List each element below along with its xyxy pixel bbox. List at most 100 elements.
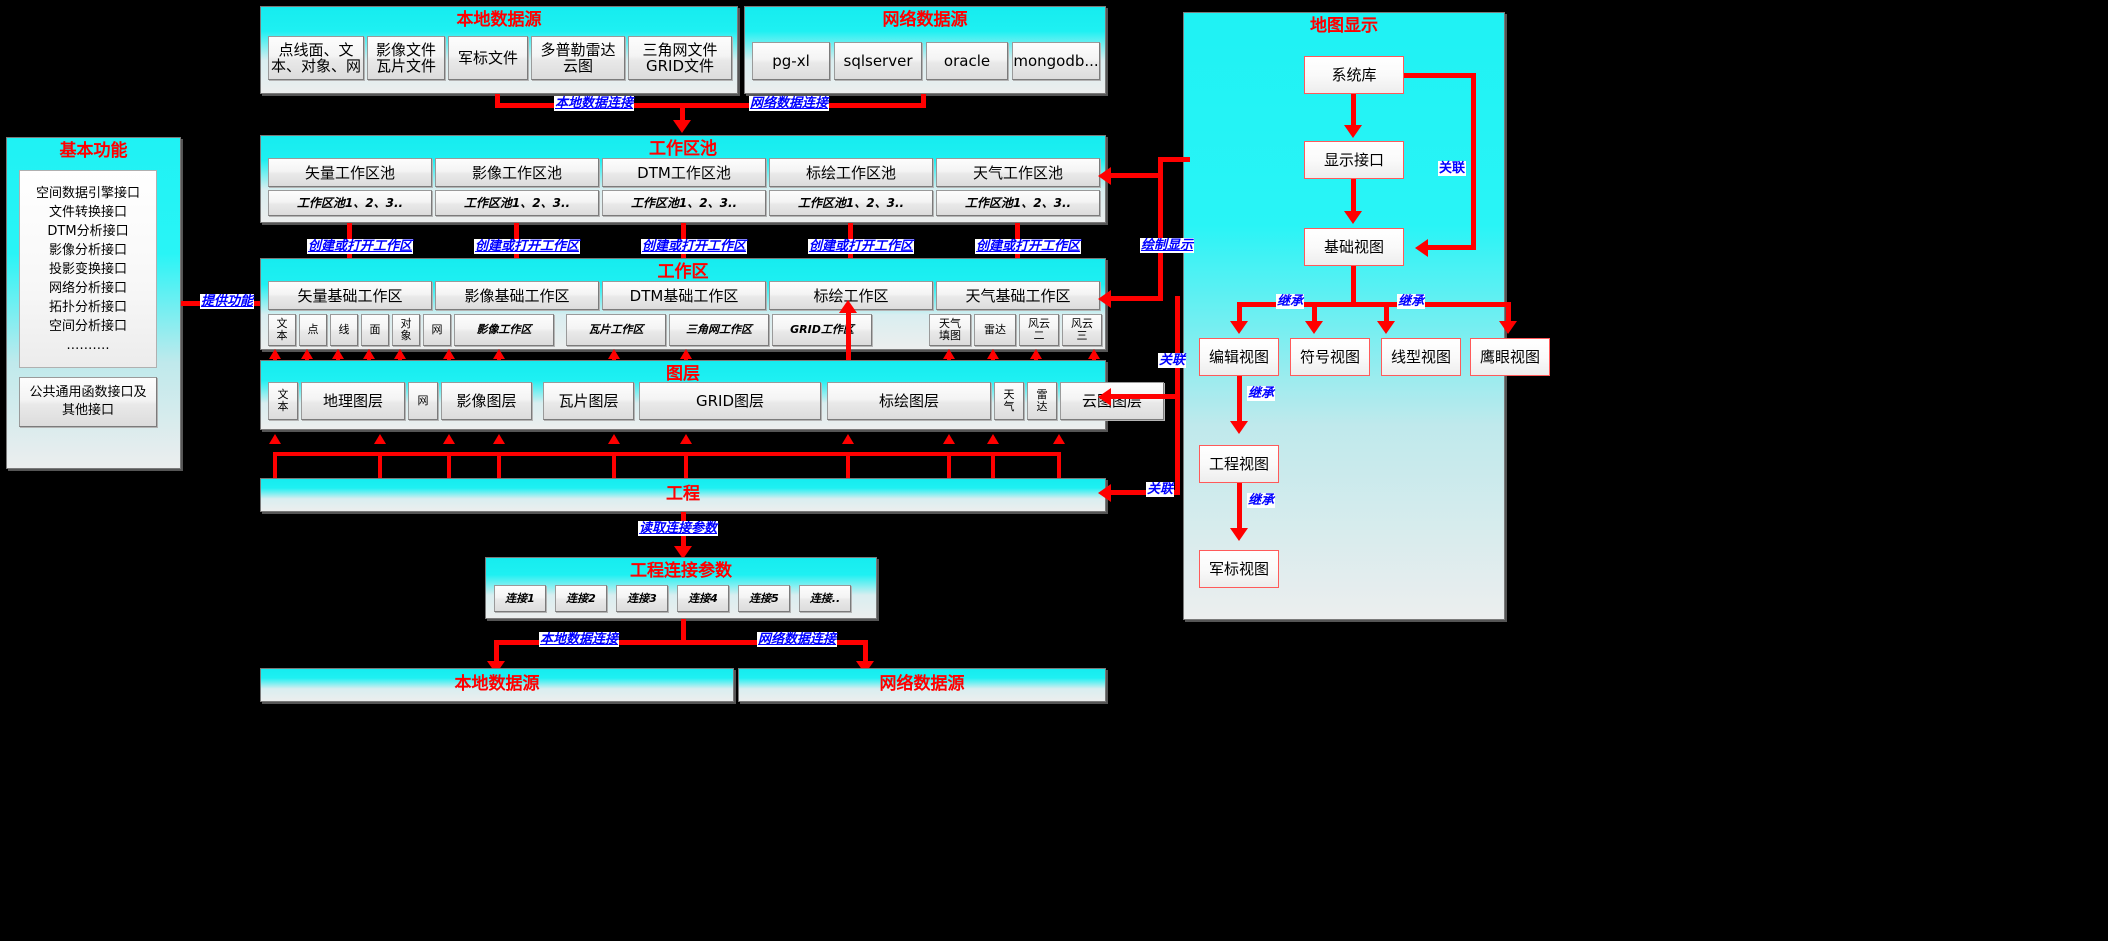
workspace-pool-sub-3[interactable]: 工作区池1、2、3.. <box>769 190 933 216</box>
workspace-sub-line[interactable]: 线 <box>330 314 358 346</box>
workspace-sub-polygon[interactable]: 面 <box>361 314 389 346</box>
edge-label-create-open-1: 创建或打开工作区 <box>474 239 581 254</box>
workspace-pool-item-1[interactable]: 影像工作区池 <box>435 158 599 187</box>
workspace-pool-item-2[interactable]: DTM工作区池 <box>602 158 766 187</box>
network-source-item-3[interactable]: mongodb... <box>1012 42 1100 80</box>
workspace-sub-image[interactable]: 影像工作区 <box>454 314 554 346</box>
local-source-item-1[interactable]: 影像文件 瓦片文件 <box>367 36 445 80</box>
arrow-proj-to-layer-c <box>443 434 455 444</box>
workspace-sub-object[interactable]: 对 象 <box>392 314 420 346</box>
edge-assoc-right-vert <box>1471 73 1476 248</box>
edge-assoc-project-vert <box>1175 399 1180 494</box>
edge-conn-bus <box>494 640 868 645</box>
local-source-item-2[interactable]: 军标文件 <box>448 36 528 80</box>
workspace-pool-item-0[interactable]: 矢量工作区池 <box>268 158 432 187</box>
local-source-item-4[interactable]: 三角网文件 GRID文件 <box>628 36 732 80</box>
edge-label-inherit-military: 继承 <box>1247 493 1276 508</box>
map-node-eagle-view[interactable]: 鹰眼视图 <box>1470 338 1550 376</box>
edge-label-network-conn-bottom: 网络数据连接 <box>757 632 838 647</box>
workspace-sub-weather-plot[interactable]: 天气 填图 <box>929 314 971 346</box>
arrow-fan-edit-view <box>1230 321 1248 334</box>
workspace-pool-sub-1[interactable]: 工作区池1、2、3.. <box>435 190 599 216</box>
edge-draw-display-vert <box>1158 160 1163 301</box>
bottom-network-data-source: 网络数据源 <box>738 668 1106 702</box>
edge-proj-to-layer-g-vert <box>846 452 850 480</box>
edge-draw-display-h-ws <box>1110 296 1163 301</box>
edge-conn-down-stem <box>681 619 686 643</box>
layer-item-tile[interactable]: 瓦片图层 <box>543 382 634 420</box>
layer-item-radar[interactable]: 雷 达 <box>1027 382 1057 420</box>
workspace-sub-tile[interactable]: 瓦片工作区 <box>566 314 666 346</box>
project-conn-item-0[interactable]: 连接1 <box>494 585 546 612</box>
project-conn-item-5[interactable]: 连接.. <box>799 585 851 612</box>
layer-item-text[interactable]: 文 本 <box>268 382 298 420</box>
edge-assoc-layers-vert <box>1175 296 1180 399</box>
workspace-item-0[interactable]: 矢量基础工作区 <box>268 281 432 310</box>
map-node-line-view[interactable]: 线型视图 <box>1381 338 1461 376</box>
workspace-pool-sub-4[interactable]: 工作区池1、2、3.. <box>936 190 1100 216</box>
edge-label-read-conn-params: 读取连接参数 <box>638 521 719 536</box>
basic-function-title: 基本功能 <box>59 141 128 161</box>
workspace-pool-item-3[interactable]: 标绘工作区池 <box>769 158 933 187</box>
workspace-sub-tin[interactable]: 三角网工作区 <box>669 314 769 346</box>
arrow-proj-to-layer-f <box>680 434 692 444</box>
map-node-system-lib[interactable]: 系统库 <box>1304 56 1404 94</box>
edge-assoc-layers-h <box>1110 394 1180 399</box>
arrow-draw-display-workspace <box>1098 290 1111 308</box>
workspace-sub-grid[interactable]: GRID工作区 <box>772 314 872 346</box>
arrow-assoc-to-base-view <box>1415 239 1428 257</box>
workspace-item-2[interactable]: DTM基础工作区 <box>602 281 766 310</box>
map-display-panel: 地图显示 系统库 显示接口 基础视图 编辑视图 符号视图 线型视图 鹰眼视图 工… <box>1183 12 1550 620</box>
layer-item-grid[interactable]: GRID图层 <box>639 382 821 420</box>
workspace-sub-fy2[interactable]: 风云 二 <box>1019 314 1059 346</box>
map-node-edit-view[interactable]: 编辑视图 <box>1199 338 1279 376</box>
workspace-title: 工作区 <box>657 262 709 282</box>
workspace-sub-point[interactable]: 点 <box>299 314 327 346</box>
layer-item-plot[interactable]: 标绘图层 <box>827 382 991 420</box>
map-node-project-view[interactable]: 工程视图 <box>1199 445 1279 483</box>
layer-item-geo[interactable]: 地理图层 <box>301 382 405 420</box>
edge-label-create-open-0: 创建或打开工作区 <box>307 239 414 254</box>
layers-title: 图层 <box>666 364 700 384</box>
bottom-local-data-source: 本地数据源 <box>260 668 734 702</box>
layer-item-net[interactable]: 网 <box>408 382 438 420</box>
map-node-base-view[interactable]: 基础视图 <box>1304 228 1404 266</box>
layer-item-cloud[interactable]: 云图图层 <box>1060 382 1164 420</box>
edge-base-fan-stem <box>1351 266 1356 306</box>
map-node-symbol-view[interactable]: 符号视图 <box>1290 338 1370 376</box>
layer-item-image[interactable]: 影像图层 <box>441 382 532 420</box>
edge-fan-line <box>1384 302 1389 324</box>
edge-fan-symbol <box>1312 302 1317 324</box>
network-data-source-panel: 网络数据源 pg-xl sqlserver oracle mongodb... <box>744 6 1106 94</box>
map-node-military-view[interactable]: 军标视图 <box>1199 550 1279 588</box>
network-source-item-2[interactable]: oracle <box>926 42 1008 80</box>
workspace-sub-fy3[interactable]: 风云 三 <box>1062 314 1102 346</box>
basic-function-panel: 基本功能 空间数据引擎接口 文件转换接口 DTM分析接口 影像分析接口 投影变换… <box>6 137 181 469</box>
map-node-display-interface[interactable]: 显示接口 <box>1304 141 1404 179</box>
workspace-pool-sub-0[interactable]: 工作区池1、2、3.. <box>268 190 432 216</box>
arrow-proj-to-layer-e <box>608 434 620 444</box>
edge-proj-to-layer-i-vert <box>991 452 995 480</box>
network-source-item-1[interactable]: sqlserver <box>834 42 922 80</box>
workspace-sub-radar[interactable]: 雷达 <box>974 314 1016 346</box>
project-conn-item-1[interactable]: 连接2 <box>555 585 607 612</box>
local-source-item-0[interactable]: 点线面、文 本、对象、网 <box>268 36 364 80</box>
local-source-item-3[interactable]: 多普勒雷达 云图 <box>531 36 625 80</box>
layer-item-weather[interactable]: 天 气 <box>994 382 1024 420</box>
edge-local-conn-vert <box>495 94 500 108</box>
workspace-pool-sub-2[interactable]: 工作区池1、2、3.. <box>602 190 766 216</box>
workspace-pool-item-4[interactable]: 天气工作区池 <box>936 158 1100 187</box>
network-source-item-0[interactable]: pg-xl <box>752 42 830 80</box>
edge-label-assoc-map: 关联 <box>1438 161 1467 176</box>
workspace-sub-net[interactable]: 网 <box>423 314 451 346</box>
arrow-proj-to-layer-g <box>842 434 854 444</box>
workspace-item-4[interactable]: 天气基础工作区 <box>936 281 1100 310</box>
basic-function-common-interface[interactable]: 公共通用函数接口及 其他接口 <box>19 377 157 427</box>
project-conn-item-4[interactable]: 连接5 <box>738 585 790 612</box>
project-conn-item-3[interactable]: 连接4 <box>677 585 729 612</box>
arrow-project-to-military <box>1230 528 1248 541</box>
project-conn-item-2[interactable]: 连接3 <box>616 585 668 612</box>
workspace-sub-text[interactable]: 文 本 <box>268 314 296 346</box>
arrow-proj-to-layer-a <box>269 434 281 444</box>
workspace-item-1[interactable]: 影像基础工作区 <box>435 281 599 310</box>
